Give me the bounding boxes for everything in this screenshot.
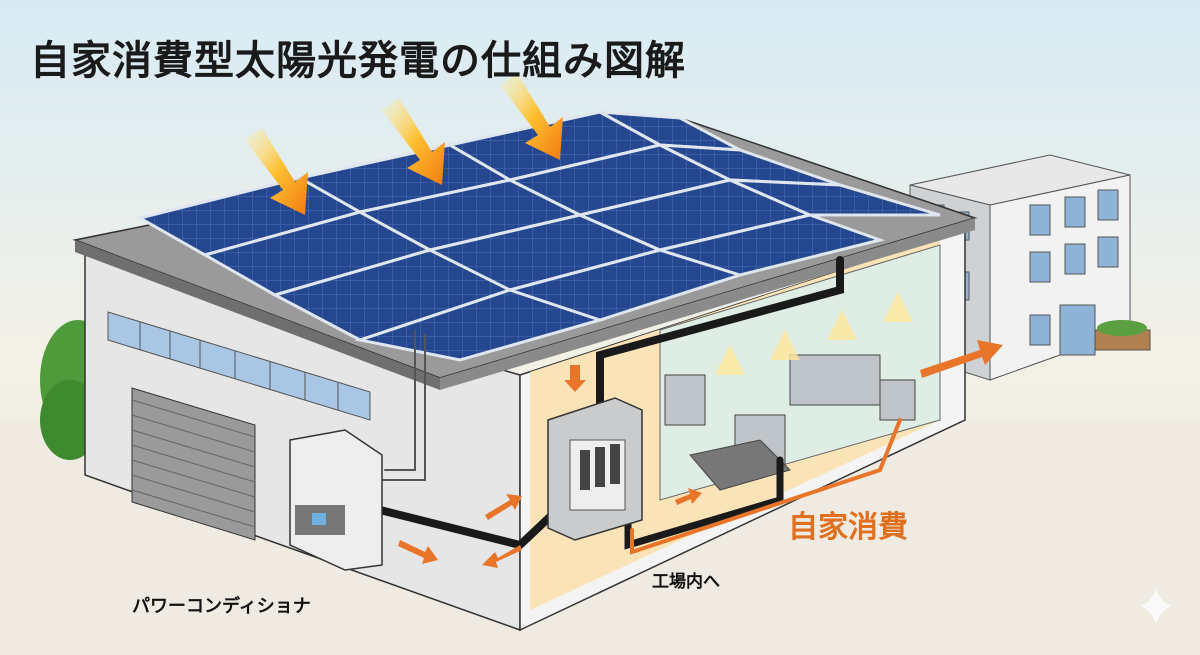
distribution-panel — [547, 397, 643, 541]
power-conditioner — [289, 429, 383, 571]
shutter-door — [131, 387, 256, 541]
page-title: 自家消費型太陽光発電の仕組み図解 — [30, 38, 686, 84]
solar-panel-array — [136, 110, 941, 362]
sparkle-icon — [1140, 588, 1172, 624]
power-conditioner-label: パワーコンディショナ — [132, 596, 311, 617]
flow-arrows — [398, 340, 1003, 568]
sun-ray-arrow-icon — [245, 73, 563, 215]
to-factory-label: 工場内へ — [652, 572, 720, 592]
self-consumption-label: 自家消費 — [788, 510, 908, 545]
